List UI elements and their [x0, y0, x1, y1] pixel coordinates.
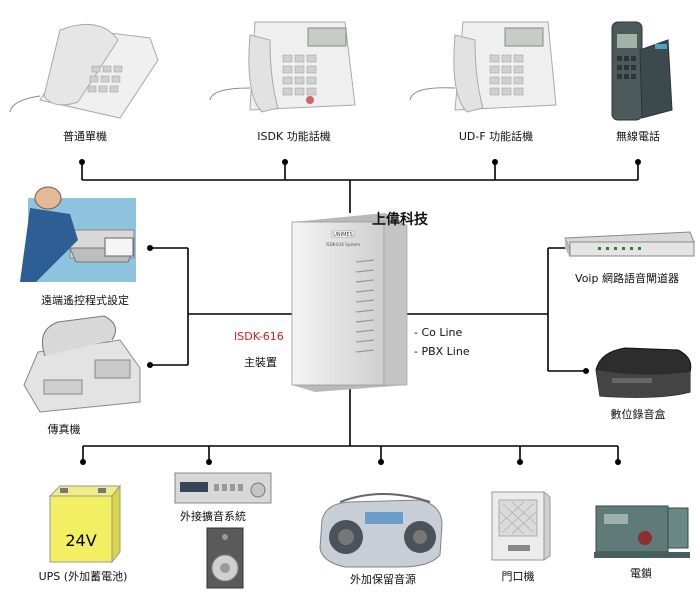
left-bus-line: [150, 247, 292, 366]
right-bus-line: [407, 247, 586, 372]
main-unit-label: 主裝置: [244, 356, 277, 369]
label-door-intercom: 門口機: [501, 570, 535, 583]
label-basic-telephone: 普通單機: [63, 130, 107, 143]
label-cordless-phone: 無線電話: [616, 130, 660, 143]
brand-title: 上偉科技: [372, 212, 428, 228]
remote-programming-computer-icon: [20, 186, 136, 282]
cordless-phone-icon: [611, 21, 673, 121]
basic-telephone-icon: [9, 23, 159, 119]
battery-icon: 24V: [48, 484, 122, 564]
amplifier-speaker-icon: [174, 472, 272, 589]
label-udf-phone: UD-F 功能話機: [458, 130, 534, 143]
label-ups: UPS (外加蓄電池): [38, 570, 128, 583]
device-subtitle: ISDK-616 System: [326, 242, 360, 247]
label-remote-programming: 遠端遙控程式設定: [41, 294, 129, 307]
boombox-icon: [319, 493, 443, 568]
co-line-label: - Co Line: [414, 326, 463, 339]
isdk-main-unit: UNIMES ISDK-616 System: [291, 213, 408, 392]
label-fax-machine: 傳真機: [47, 423, 81, 436]
label-electric-lock: 電鎖: [630, 567, 652, 580]
top-bus-line: [81, 162, 639, 213]
label-isdk-phone: ISDK 功能話機: [257, 130, 331, 143]
voip-gateway-icon: [564, 231, 695, 258]
door-intercom-icon: [491, 490, 551, 561]
connection-lines: [81, 162, 639, 462]
electric-lock-icon: [594, 505, 690, 558]
label-digital-recorder: 數位錄音盒: [610, 408, 666, 421]
digital-recorder-icon: [595, 347, 692, 398]
bottom-bus-line: [82, 387, 619, 462]
battery-voltage: 24V: [65, 531, 96, 550]
device-badge: UNIMES: [333, 232, 353, 238]
label-hold-music: 外加保留音源: [350, 573, 416, 586]
isdk-feature-phone-icon: [209, 21, 356, 113]
udf-feature-phone-icon: [409, 21, 557, 113]
model-name: ISDK-616: [234, 330, 284, 343]
label-voip-gateway: Voip 網路語音閘道器: [575, 272, 679, 285]
pbx-line-label: - PBX Line: [414, 345, 470, 358]
label-amplifier: 外接擴音系統: [180, 510, 246, 523]
fax-machine-icon: [23, 315, 141, 413]
